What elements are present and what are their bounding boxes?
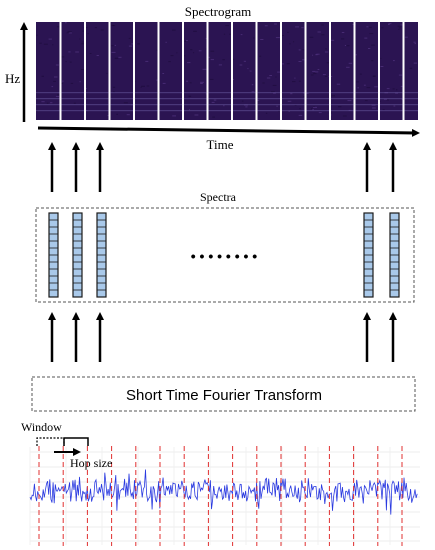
hop-size-label: Hop size: [70, 456, 112, 470]
spectrum-column: [389, 212, 400, 298]
stft-label: Short Time Fourier Transform: [126, 387, 322, 404]
stft-to-spectra-arrows: [48, 312, 397, 362]
spectra-title: Spectra: [200, 190, 237, 204]
spectrogram-title: Spectrogram: [185, 4, 251, 19]
frequency-axis-label: Hz: [5, 71, 20, 86]
spectra-box: [35, 207, 415, 303]
spectrogram-image: [36, 22, 418, 120]
spectra-columns: [48, 212, 400, 298]
window-label: Window: [21, 420, 62, 434]
spectrum-column: [72, 212, 83, 298]
spectra-to-spectrogram-arrows: [48, 142, 397, 192]
spectrum-column: [48, 212, 59, 298]
time-axis-arrow: [37, 126, 420, 137]
spectrogram-frame-dividers: [59, 22, 405, 120]
hop-window-bracket: [63, 437, 89, 446]
spectrum-column: [363, 212, 374, 298]
window-bracket: [36, 437, 65, 446]
signal-waveform-panel: [29, 446, 420, 546]
spectra-ellipsis: • • • • • • • •: [191, 248, 258, 264]
window-frame-lines: [38, 446, 403, 546]
audio-waveform: [29, 469, 418, 515]
time-axis-label: Time: [207, 137, 234, 152]
spectrum-column: [96, 212, 107, 298]
stft-box: [31, 376, 416, 412]
